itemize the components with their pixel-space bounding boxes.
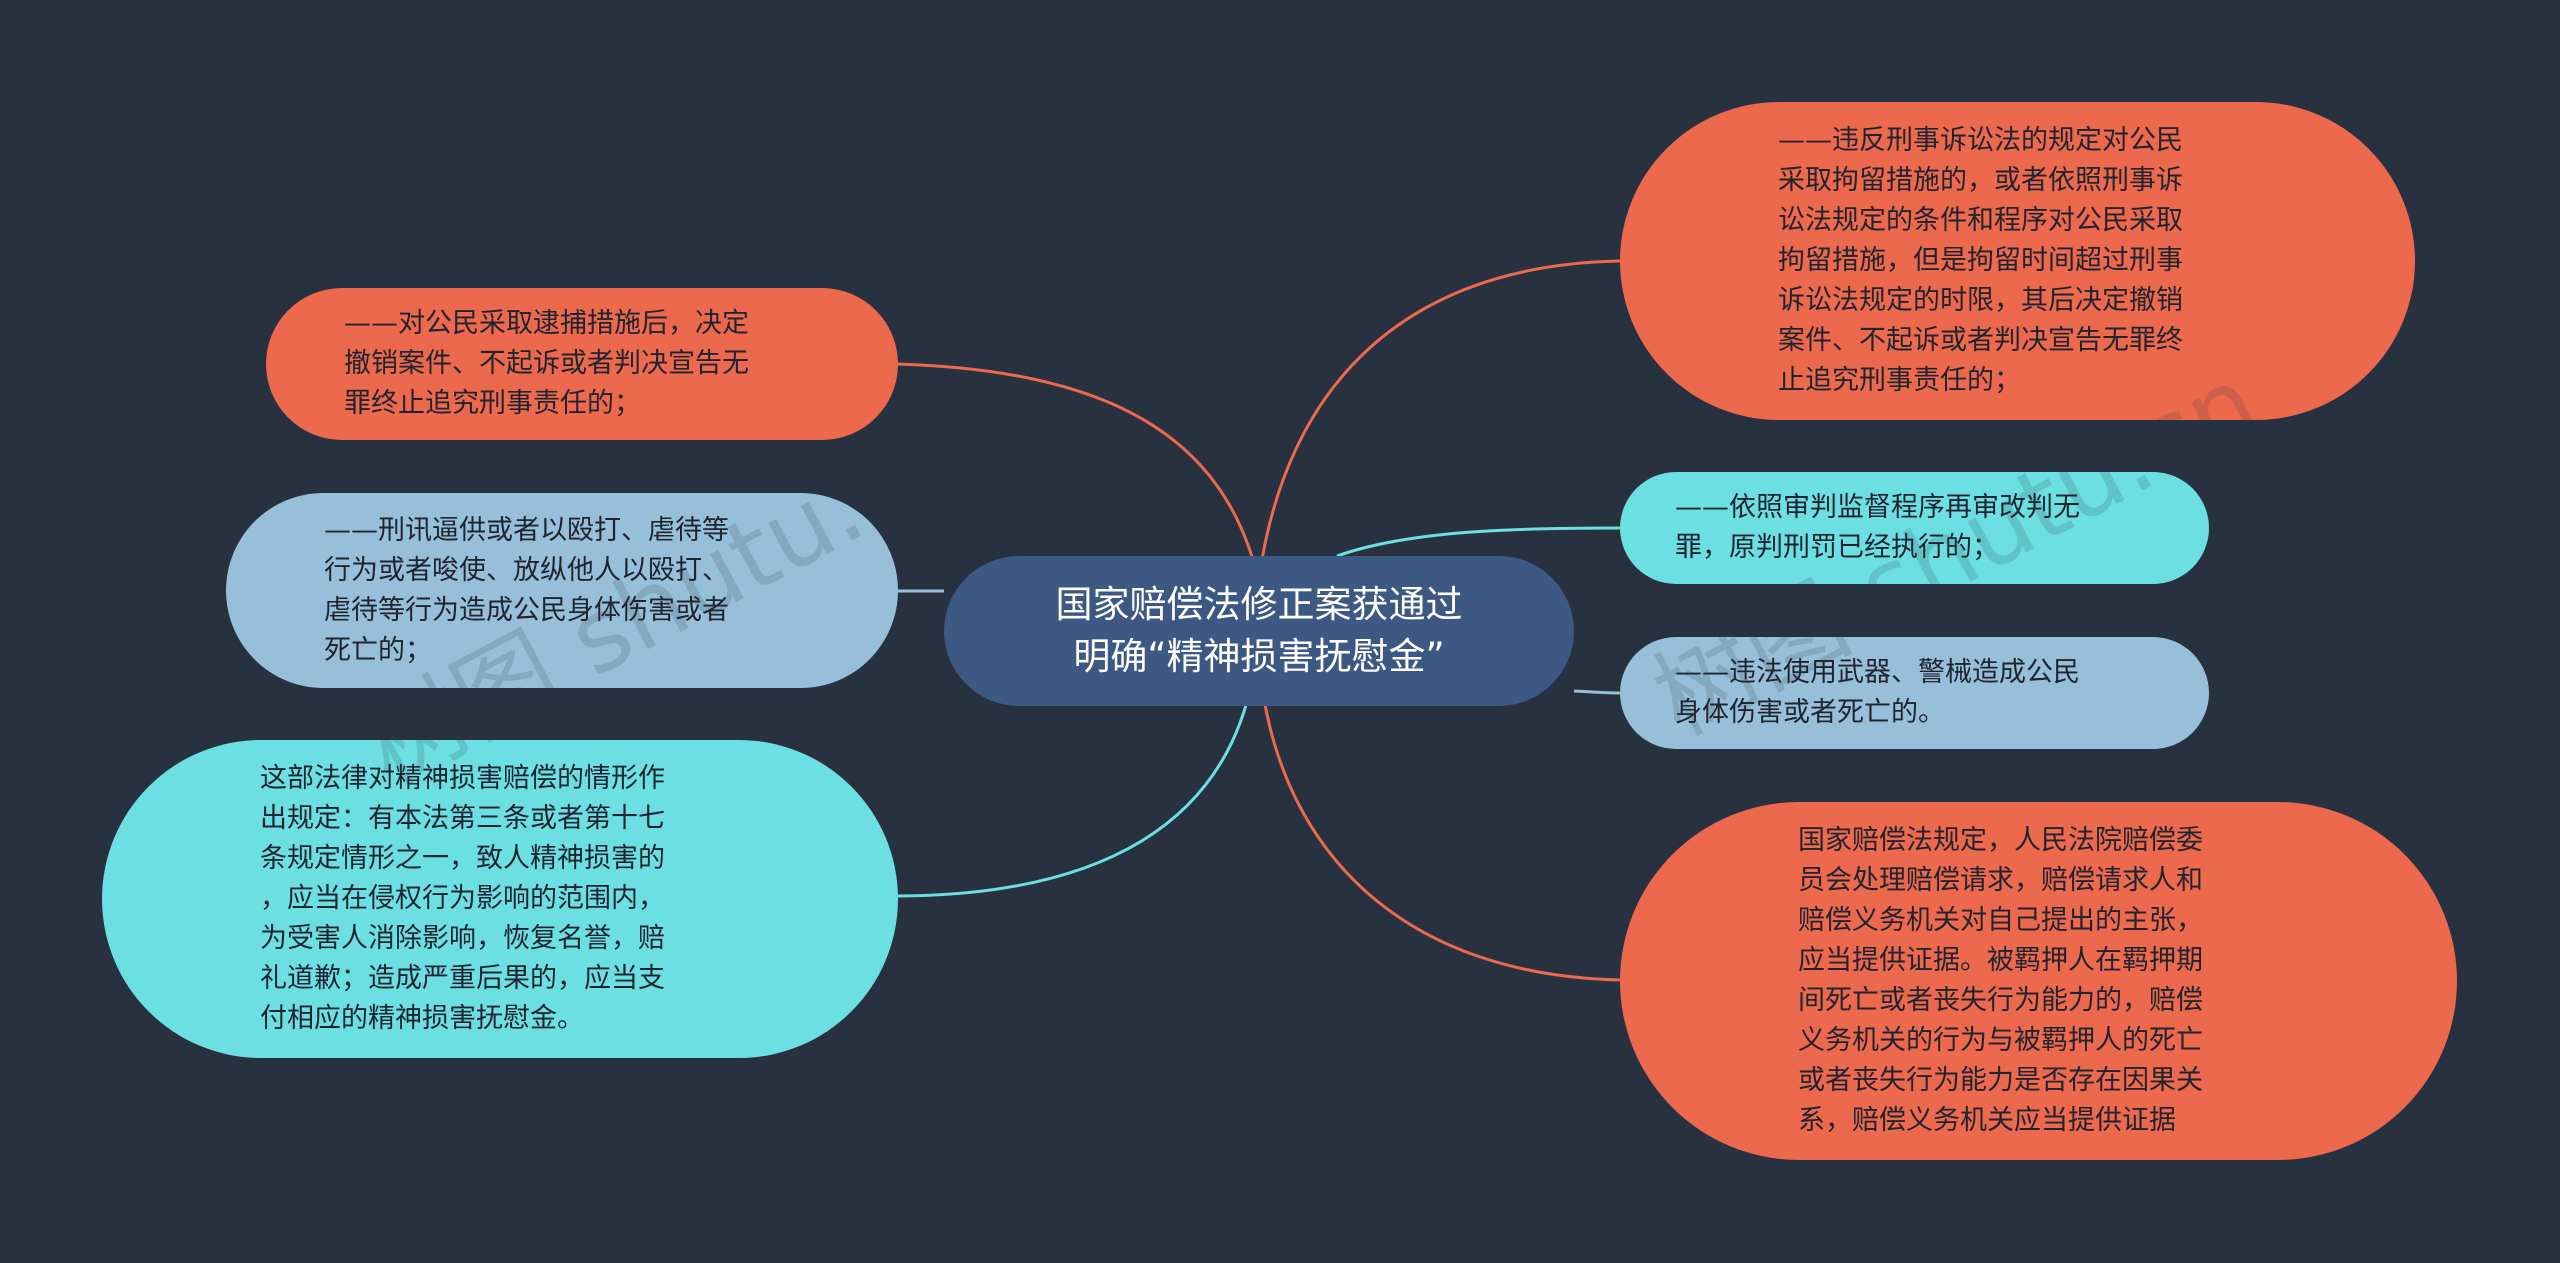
central-topic-label: 国家赔偿法修正案获通过 明确“精神损害抚慰金” [1055, 583, 1463, 678]
topic-arrest-revoked-label: ——对公民采取逮捕措施后，决定 撤销案件、不起诉或者判决宣告无 罪终止追究刑事责… [344, 308, 749, 419]
link-left-1 [895, 362, 1261, 584]
topic-burden-of-proof[interactable]: 国家赔偿法规定，人民法院赔偿委 员会处理赔偿请求，赔偿请求人和 赔偿义务机关对自… [1620, 802, 2457, 1160]
topic-arrest-revoked[interactable]: ——对公民采取逮捕措施后，决定 撤销案件、不起诉或者判决宣告无 罪终止追究刑事责… [266, 288, 898, 440]
central-topic[interactable]: 国家赔偿法修正案获通过 明确“精神损害抚慰金” [944, 556, 1574, 706]
topic-detention-overtime-label: ——违反刑事诉讼法的规定对公民 采取拘留措施的，或者依照刑事诉 讼法规定的条件和… [1778, 125, 2183, 396]
link-right-3 [1573, 689, 1621, 695]
topic-burden-of-proof-label: 国家赔偿法规定，人民法院赔偿委 员会处理赔偿请求，赔偿请求人和 赔偿义务机关对自… [1798, 825, 2203, 1136]
link-right-4 [1260, 685, 1621, 982]
topic-torture-label: ——刑讯逼供或者以殴打、虐待等 行为或者唆使、放纵他人以殴打、 虐待等行为造成公… [324, 514, 729, 666]
link-left-3 [897, 675, 1255, 898]
link-right-1 [1257, 259, 1621, 580]
topic-mental-damage-label: 这部法律对精神损害赔偿的情形作 出规定：有本法第三条或者第十七 条规定情形之一，… [260, 763, 665, 1034]
topic-retrial-acquitted[interactable]: ——依照审判监督程序再审改判无 罪，原判刑罚已经执行的； [1620, 472, 2209, 584]
topic-weapons-misuse[interactable]: ——违法使用武器、警械造成公民 身体伤害或者死亡的。 [1620, 637, 2209, 749]
topic-retrial-acquitted-label: ——依照审判监督程序再审改判无 罪，原判刑罚已经执行的； [1675, 492, 2080, 563]
topic-mental-damage[interactable]: 这部法律对精神损害赔偿的情形作 出规定：有本法第三条或者第十七 条规定情形之一，… [102, 740, 898, 1058]
topic-torture[interactable]: ——刑讯逼供或者以殴打、虐待等 行为或者唆使、放纵他人以殴打、 虐待等行为造成公… [226, 493, 898, 688]
topic-detention-overtime[interactable]: ——违反刑事诉讼法的规定对公民 采取拘留措施的，或者依照刑事诉 讼法规定的条件和… [1620, 102, 2415, 420]
topic-weapons-misuse-label: ——违法使用武器、警械造成公民 身体伤害或者死亡的。 [1675, 657, 2080, 728]
link-right-2 [1336, 526, 1621, 558]
